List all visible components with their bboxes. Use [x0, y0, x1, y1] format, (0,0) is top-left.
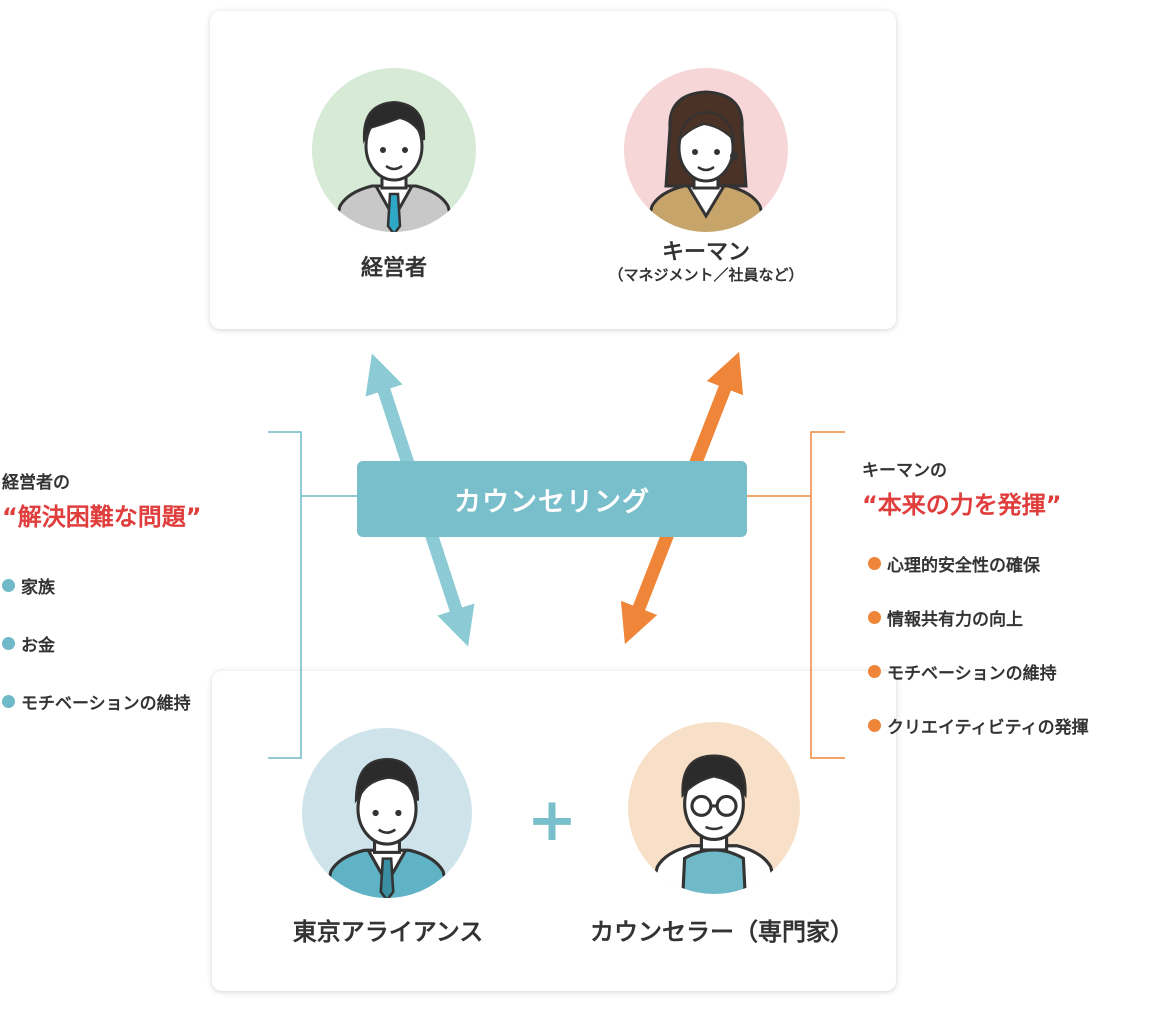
left-panel: 経営者の “解決困難な問題” 家族 お金 モチベーションの維持 — [2, 468, 202, 730]
bullet-icon — [868, 664, 881, 678]
list-item: 情報共有力の向上 — [868, 590, 1089, 644]
left-highlight: “解決困難な問題” — [2, 503, 202, 531]
left-heading: 経営者の — [2, 473, 70, 493]
tokyo-alliance-avatar-icon — [302, 728, 472, 898]
right-highlight: “本来の力を発揮” — [862, 491, 1062, 519]
bullet-icon — [868, 610, 881, 624]
plus-icon: + — [526, 785, 578, 855]
keyman-sublabel: （マネジメント／社員など） — [608, 266, 804, 284]
bullet-icon — [868, 718, 881, 732]
right-bracket — [810, 431, 845, 759]
left-bracket — [268, 431, 302, 759]
counseling-label: カウンセリング — [454, 486, 650, 518]
bullet-icon — [2, 636, 15, 650]
counselor-label: カウンセラー（専門家） — [590, 918, 854, 946]
list-item: 心理的安全性の確保 — [868, 536, 1089, 590]
keyman-avatar-icon — [624, 68, 788, 232]
ceo-avatar-icon — [312, 68, 476, 232]
list-item: 家族 — [2, 556, 202, 614]
counseling-box: カウンセリング — [357, 461, 747, 537]
counselor-avatar-icon — [628, 722, 800, 894]
list-item: クリエイティビティの発揮 — [868, 698, 1089, 752]
list-item: モチベーションの維持 — [868, 644, 1089, 698]
list-item: お金 — [2, 614, 202, 672]
bullet-icon — [2, 694, 15, 708]
keyman-label: キーマン — [661, 240, 750, 265]
bullet-icon — [868, 556, 881, 570]
right-panel: キーマンの “本来の力を発揮” 心理的安全性の確保 情報共有力の向上 モチベーシ… — [862, 456, 1089, 752]
tokyo-alliance-label: 東京アライアンス — [292, 918, 484, 946]
bullet-icon — [2, 578, 15, 592]
ceo-label: 経営者 — [360, 256, 427, 281]
right-heading: キーマンの — [862, 461, 947, 481]
list-item: モチベーションの維持 — [2, 672, 202, 730]
